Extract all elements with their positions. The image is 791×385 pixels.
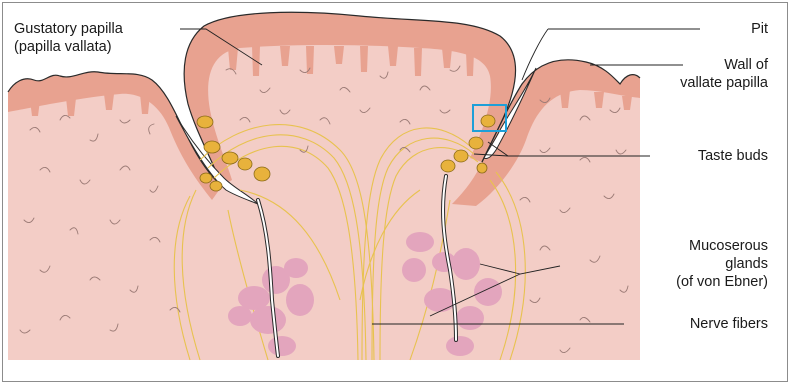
gustatory-papilla-label-line1: Gustatory papilla xyxy=(14,20,123,38)
wall-label-line1: Wall of xyxy=(660,56,768,74)
gustatory-papilla-label: Gustatory papilla (papilla vallata) xyxy=(14,20,123,56)
mucoserous-glands-label: Mucoserous glands (of von Ebner) xyxy=(640,237,768,291)
pit-label: Pit xyxy=(700,20,768,38)
glands-label-line1: Mucoserous xyxy=(640,237,768,255)
nerve-fibers-label: Nerve fibers xyxy=(640,315,768,333)
taste-buds-label: Taste buds xyxy=(654,147,768,165)
wall-of-vallate-papilla-label: Wall of vallate papilla xyxy=(660,56,768,92)
wall-label-line2: vallate papilla xyxy=(660,74,768,92)
glands-label-line2: glands xyxy=(640,255,768,273)
gustatory-papilla-label-line2: (papilla vallata) xyxy=(14,38,123,56)
glands-label-line3: (of von Ebner) xyxy=(640,273,768,291)
